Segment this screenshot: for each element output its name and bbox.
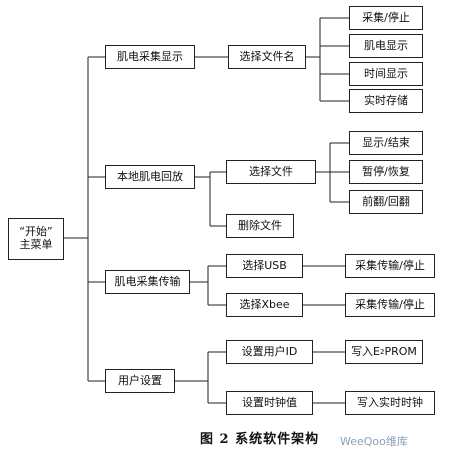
node-select-xbee: 选择Xbee: [226, 293, 303, 317]
node-pause-resume: 暂停/恢复: [349, 160, 423, 184]
node-xbee-transfer-stop: 采集传输/停止: [345, 293, 435, 317]
node-select-file: 选择文件: [226, 160, 316, 184]
watermark-logo: WeeQoo维库: [340, 435, 408, 448]
eeprom-sup: 2: [380, 347, 385, 356]
eeprom-prefix: 写入E: [351, 344, 381, 358]
figure-caption: 图 2 系统软件架构: [200, 432, 320, 447]
node-select-filename: 选择文件名: [228, 45, 306, 69]
node-time-display: 时间显示: [349, 62, 423, 86]
node-user-settings: 用户设置: [105, 369, 175, 393]
node-usb-transfer-stop: 采集传输/停止: [345, 254, 435, 278]
root-main-menu: “开始” 主菜单: [8, 218, 64, 260]
node-set-clock: 设置时钟值: [226, 391, 313, 415]
node-set-user-id: 设置用户ID: [226, 340, 313, 364]
node-write-rtc: 写入实时时钟: [345, 391, 435, 415]
node-forward-back: 前翻/回翻: [349, 190, 423, 214]
node-emg-acquire-display: 肌电采集显示: [105, 45, 195, 69]
root-line2: 主菜单: [19, 238, 53, 251]
node-realtime-store: 实时存储: [349, 89, 423, 113]
eeprom-suffix: PROM: [384, 344, 417, 358]
root-line1: “开始”: [19, 225, 53, 239]
node-local-emg-playback: 本地肌电回放: [105, 165, 195, 189]
node-emg-acquire-transfer: 肌电采集传输: [105, 270, 190, 294]
node-select-usb: 选择USB: [226, 254, 303, 278]
node-emg-display: 肌电显示: [349, 34, 423, 58]
node-collect-stop: 采集/停止: [349, 6, 423, 30]
node-delete-file: 删除文件: [226, 214, 294, 238]
node-display-end: 显示/结束: [349, 131, 423, 155]
